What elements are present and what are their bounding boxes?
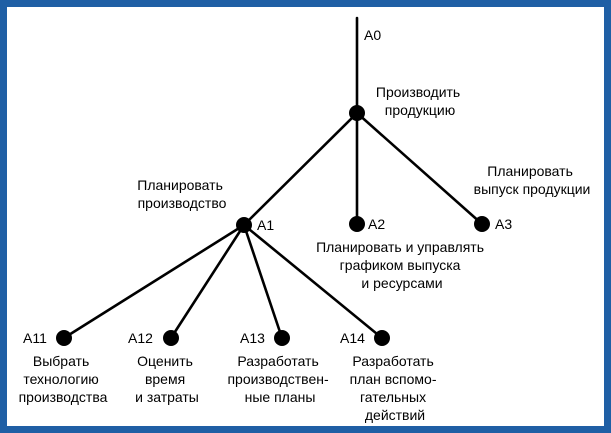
node-a13-label-line: ные планы (245, 389, 316, 405)
node-a1-dot (236, 217, 252, 233)
node-a12-label-line: время (145, 371, 185, 387)
node-a1-code: A1 (257, 217, 274, 233)
node-a1-label-line: производство (138, 195, 227, 211)
node-a12-code: A12 (128, 330, 153, 346)
node-a13-label-line: Разработать (237, 353, 318, 369)
node-a14-label: Разработать план вспомо- гательных дейст… (350, 353, 441, 423)
node-a2-label-line: Планировать и управлять (316, 239, 484, 255)
node-a2-label-line: графиком выпуска (340, 257, 461, 273)
node-a14-label-line: гательных (360, 389, 426, 405)
node-a3-dot (474, 216, 490, 232)
edge-a1-a13 (242, 223, 284, 340)
node-a11-code: A11 (23, 330, 47, 346)
node-a11-dot (56, 330, 72, 346)
node-a3-label: Планировать выпуск продукции (474, 163, 591, 197)
edge-a1-a12 (169, 223, 246, 340)
node-a12-label-line: Оценить (137, 353, 193, 369)
node-a11-label-line: технологию (23, 371, 98, 387)
node-a12-dot (163, 330, 179, 346)
node-a0-code: A0 (364, 27, 381, 43)
node-a14-dot (374, 330, 390, 346)
node-root-label-line: продукцию (385, 102, 455, 118)
node-a11-label-line: производства (19, 389, 108, 405)
node-a14-label-line: Разработать (352, 353, 433, 369)
node-root-label-line: Производить (376, 84, 460, 100)
node-root-dot (349, 105, 365, 121)
edge-root-a3 (355, 111, 484, 226)
node-a12-label: Оценить время и затраты (135, 353, 199, 405)
node-a13-code: A13 (240, 330, 265, 346)
edge-root-a1 (242, 111, 359, 227)
node-a12-label-line: и затраты (135, 389, 199, 405)
node-a13-dot (274, 330, 290, 346)
node-a2-dot (349, 216, 365, 232)
node-a14-label-line: план вспомо- (350, 371, 437, 387)
node-a11-label-line: Выбрать (33, 353, 89, 369)
node-a3-label-line: выпуск продукции (474, 181, 591, 197)
edge-a1-a14 (242, 223, 384, 340)
node-root-label: Производить продукцию (376, 84, 464, 118)
node-a1-label-line: Планировать (137, 177, 223, 193)
node-a2-label: Планировать и управлять графиком выпуска… (316, 239, 488, 291)
node-a3-code: A3 (495, 216, 512, 232)
node-a13-label-line: производствен- (227, 371, 329, 387)
node-a14-label-line: действий (365, 407, 425, 423)
node-a14-code: A14 (340, 330, 365, 346)
node-a13-label: Разработать производствен- ные планы (227, 353, 332, 405)
edge-a1-a11 (62, 223, 246, 340)
node-a2-code: A2 (368, 216, 385, 232)
node-a1-label: Планировать производство (137, 177, 227, 211)
node-a11-label: Выбрать технологию производства (19, 353, 108, 405)
node-a2-label-line: и ресурсами (361, 275, 442, 291)
node-a3-label-line: Планировать (487, 163, 573, 179)
